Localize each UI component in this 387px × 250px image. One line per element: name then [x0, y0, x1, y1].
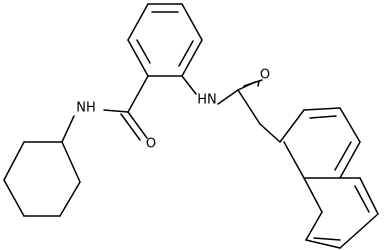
atom-label-nh-left: NH — [76, 101, 96, 116]
atom-label-oxygen-left: O — [146, 137, 156, 152]
left-amide — [103, 75, 149, 141]
right-amide — [181, 75, 281, 143]
naphthalene-ring — [279, 107, 379, 249]
atom-label-oxygen-right: O — [260, 68, 270, 83]
atom-label-nh-right: HN — [197, 93, 217, 108]
cyclohexyl-ring — [3, 115, 81, 217]
benzene-ring — [127, 3, 203, 77]
